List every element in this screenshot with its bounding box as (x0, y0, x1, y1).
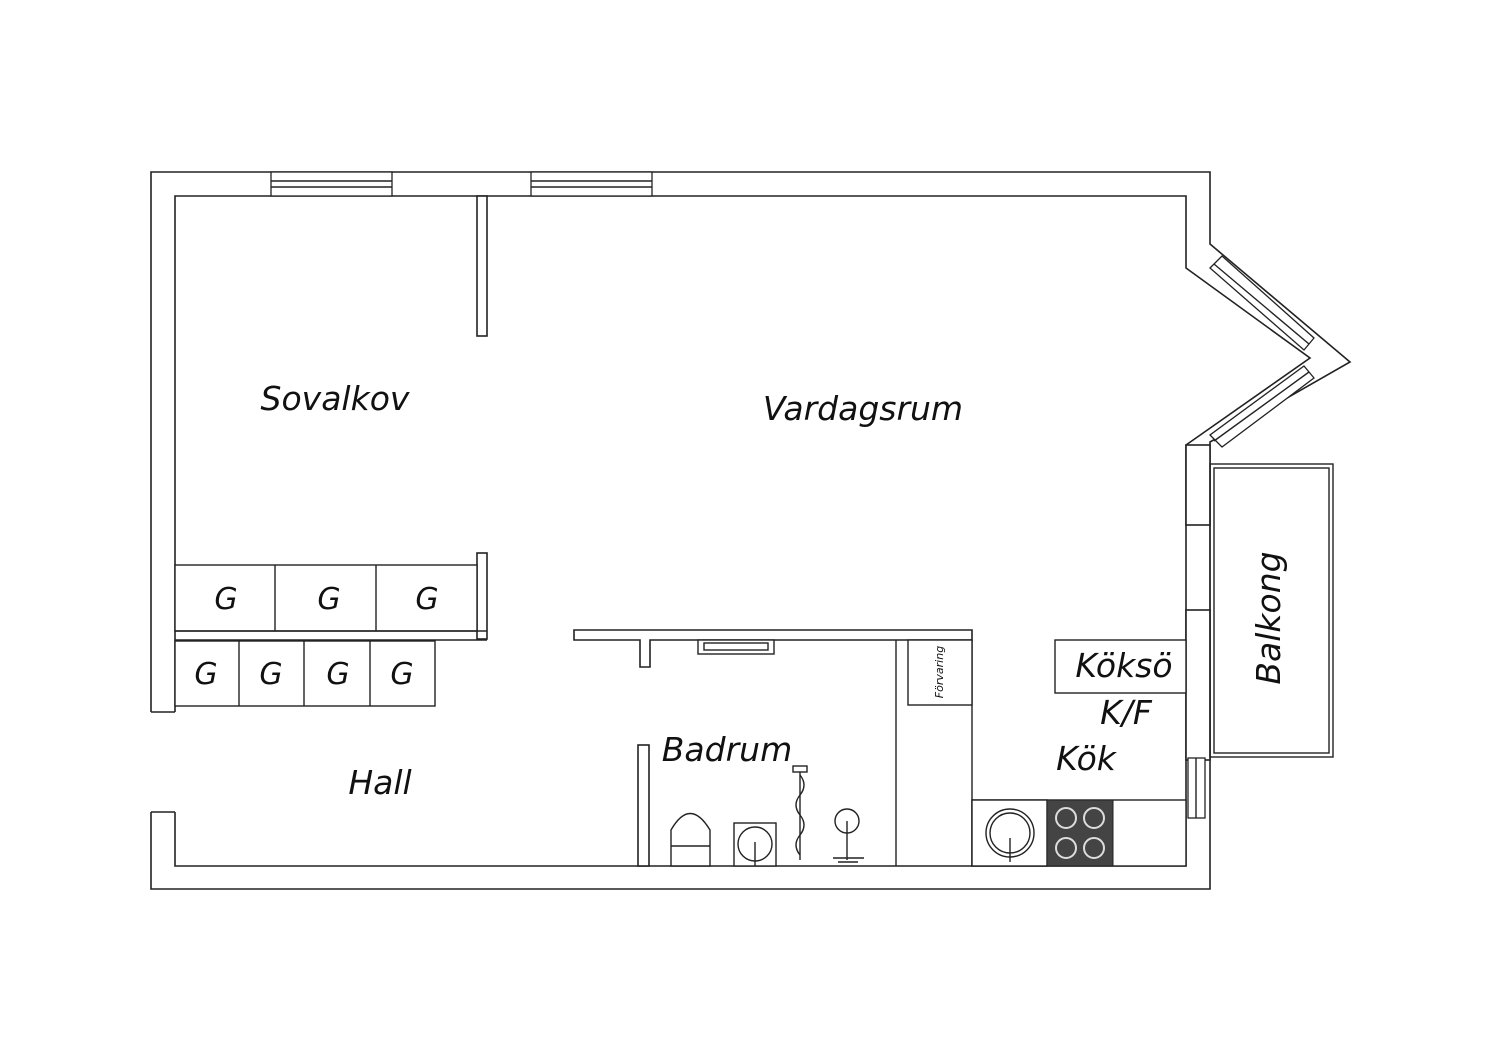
balcony (1209, 463, 1334, 758)
forvaring-closet (907, 639, 973, 706)
wardrobe-label: G (259, 657, 282, 692)
room-label-balkong: Balkong (1249, 551, 1288, 684)
wardrobe-label: G (415, 582, 438, 617)
room-label-sovalkov: Sovalkov (261, 379, 410, 418)
room-label-badrum: Badrum (662, 730, 792, 769)
kitchen-island (1054, 639, 1187, 694)
kitchen-counter (971, 799, 1187, 867)
balcony-door (1187, 757, 1206, 819)
partition-wall-top (476, 195, 488, 337)
towel-rail-icon (792, 765, 808, 860)
washing-machine-icon (733, 822, 777, 867)
entrance-door-opening (148, 712, 178, 812)
wardrobe-label: G (194, 657, 217, 692)
toilet-icon (670, 813, 711, 867)
bay-window-upper (1209, 255, 1315, 351)
bathroom-vent (697, 639, 775, 655)
exterior-wall (150, 171, 1352, 890)
wardrobe-label: G (390, 657, 413, 692)
room-label-kokso: Köksö (1075, 646, 1172, 685)
bay-window-lower (1209, 365, 1315, 448)
wardrobe-label: G (317, 582, 340, 617)
wardrobe-row-upper (174, 564, 487, 641)
wardrobe-label: G (214, 582, 237, 617)
room-label-kf: K/F (1100, 693, 1153, 732)
room-label-hall: Hall (348, 763, 411, 802)
bathroom-left-wall (637, 744, 650, 867)
partition-wall-wardrobe (476, 552, 488, 640)
wardrobe-row-lower (174, 640, 436, 707)
room-label-vardagsrum: Vardagsrum (763, 389, 963, 428)
window-vardagsrum (530, 171, 653, 197)
bathroom-top-wall (573, 629, 973, 668)
room-label-kok: Kök (1056, 739, 1118, 778)
room-label-forvaring: Förvaring (933, 646, 946, 698)
stove-icon (1046, 799, 1114, 867)
window-sovalkov (270, 171, 393, 197)
wardrobe-label: G (326, 657, 349, 692)
sink-icon (833, 808, 864, 863)
